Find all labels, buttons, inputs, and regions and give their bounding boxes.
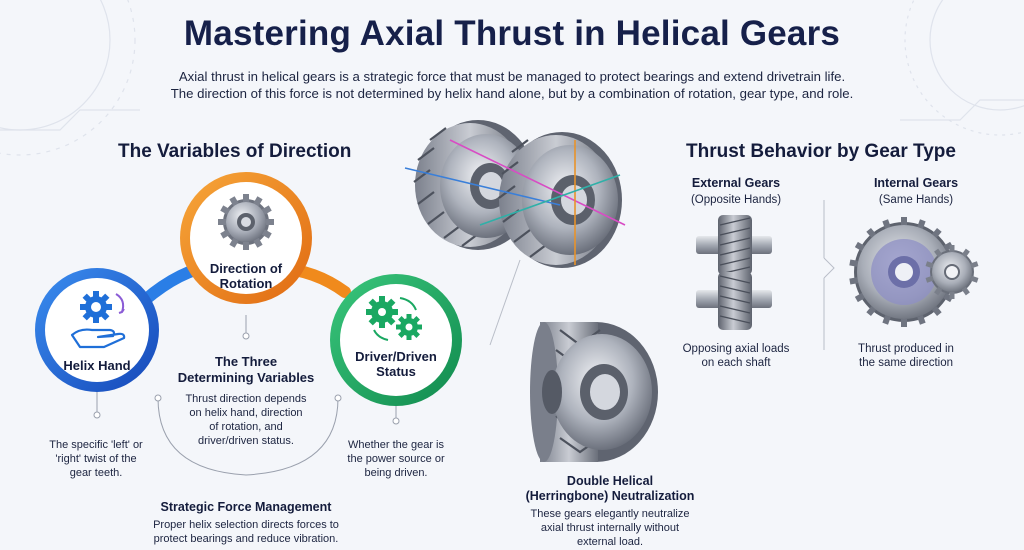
intro-line-2: The direction of this force is not deter… [170, 86, 854, 101]
direction-label: Direction of Rotation [209, 261, 283, 291]
driver-label: Driver/Driven Status [355, 349, 437, 379]
internal-subtitle: (Same Hands) [878, 194, 954, 206]
steel-gear-icon [218, 194, 274, 250]
center-title: The Three Determining Variables [177, 354, 315, 385]
intro-text: Axial thrust in helical gears is a strat… [112, 68, 912, 102]
helix-hand-description: The specific 'left' or 'right' twist of … [49, 439, 143, 479]
intro-line-1: Axial thrust in helical gears is a strat… [178, 69, 846, 84]
internal-gear-icon [849, 217, 979, 327]
strategic-title: Strategic Force Management [160, 500, 332, 514]
external-subtitle: (Opposite Hands) [690, 194, 782, 206]
internal-description: Thrust produced in the same direction [858, 343, 954, 369]
force-vectors [404, 139, 626, 265]
type-divider [823, 200, 835, 350]
internal-title: Internal Gears [873, 176, 959, 190]
gear-hand-icon [70, 291, 126, 349]
driver-gears-icon [366, 296, 422, 341]
double-helical-description: These gears elegantly neutralize axial t… [530, 508, 690, 548]
strategic-description: Proper helix selection directs forces to… [153, 519, 339, 545]
variables-heading: The Variables of Direction [118, 141, 352, 162]
external-title: External Gears [691, 176, 781, 190]
herringbone-gear-icon [530, 322, 658, 462]
behavior-heading: Thrust Behavior by Gear Type [686, 141, 956, 162]
external-description: Opposing axial loads on each shaft [682, 343, 790, 369]
external-gears-icon [696, 215, 772, 330]
helix-hand-label: Helix Hand [63, 358, 131, 373]
helical-gear-right-icon [498, 132, 622, 268]
center-description: Thrust direction depends on helix hand, … [185, 393, 307, 447]
driver-description: Whether the gear is the power source or … [347, 439, 445, 479]
double-helical-title: Double Helical (Herringbone) Neutralizat… [525, 474, 695, 503]
page-title: Mastering Axial Thrust in Helical Gears [183, 14, 841, 53]
divider-line [489, 259, 521, 346]
